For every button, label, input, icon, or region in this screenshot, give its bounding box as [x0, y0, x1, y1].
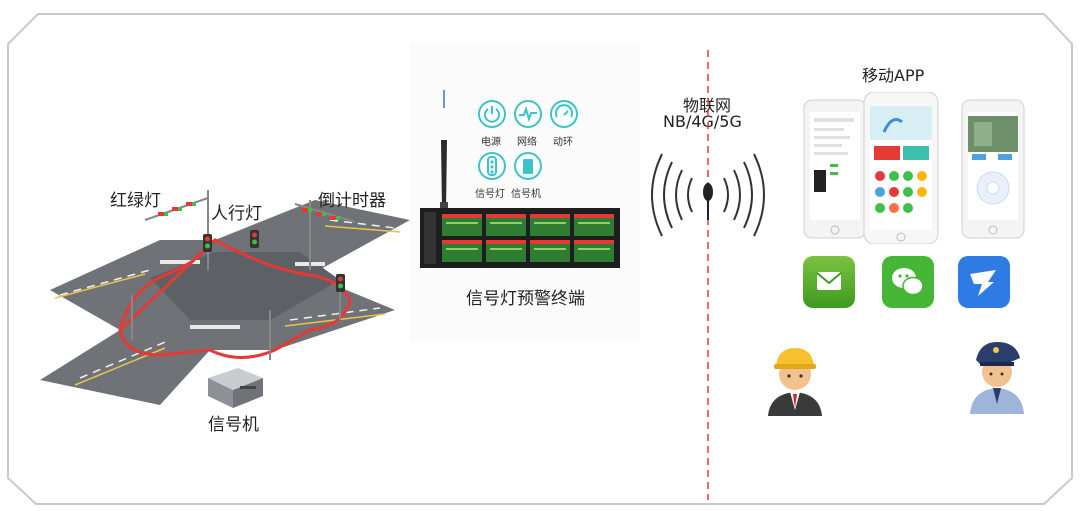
- traffic-light-arm: [144, 197, 209, 221]
- wechat-app-icon[interactable]: [882, 256, 934, 308]
- antenna-icon: [440, 90, 448, 212]
- police-avatar: [970, 342, 1024, 414]
- signal-controller-label: 信号机: [208, 415, 259, 435]
- intersection-illustration: [40, 190, 410, 408]
- network-icon: [514, 100, 542, 128]
- traffic-light-label: 红绿灯: [110, 191, 161, 211]
- terminal-title: 信号灯预警终端: [466, 289, 585, 309]
- status-label-power: 电源: [481, 137, 501, 148]
- loop-icon: [550, 100, 578, 128]
- engineer-avatar: [768, 348, 822, 416]
- network-divider: [707, 50, 709, 500]
- status-label-controller: 信号机: [511, 189, 541, 200]
- status-label-network: 网络: [517, 137, 537, 148]
- countdown-arm: [294, 203, 356, 223]
- status-label-loop: 动环: [553, 137, 573, 148]
- countdown-label: 倒计时器: [318, 191, 386, 211]
- pedestrian-light-label: 人行灯: [211, 204, 262, 224]
- traffic-light-icon: [478, 152, 506, 180]
- status-label-traffic-light: 信号灯: [475, 189, 505, 200]
- network-label-line1: 物联网: [683, 96, 732, 115]
- dingtalk-app-icon[interactable]: [958, 256, 1010, 308]
- phone-screenshots: [803, 92, 1025, 244]
- power-icon: [478, 100, 506, 128]
- sms-app-icon[interactable]: [803, 256, 855, 308]
- warning-terminal-device: [420, 208, 620, 268]
- network-label-line2: NB/4G/5G: [663, 112, 742, 131]
- signal-waves-icon: [651, 153, 765, 237]
- terminal-panel: [410, 42, 640, 342]
- mobile-app-title: 移动APP: [862, 66, 925, 85]
- controller-icon: [514, 152, 542, 180]
